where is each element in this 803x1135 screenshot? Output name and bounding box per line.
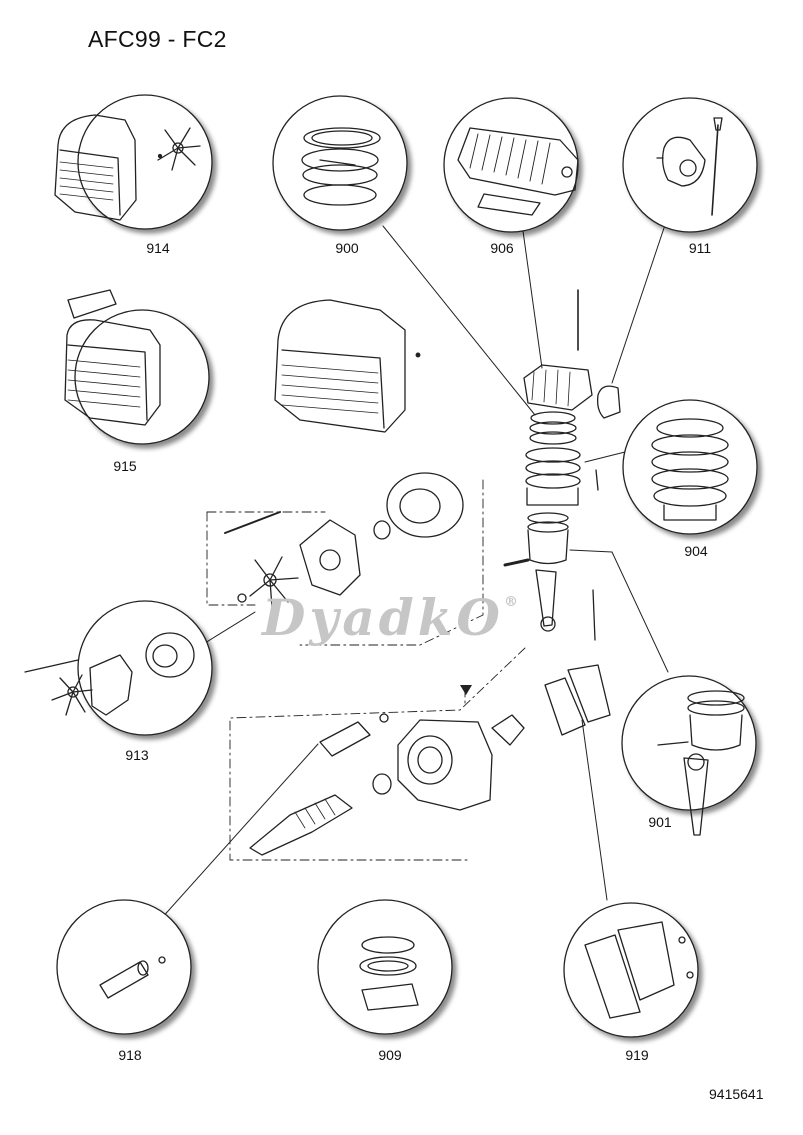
- fan-assembly-913-illustration: [24, 632, 195, 716]
- cylinder-904-illustration: [651, 418, 729, 521]
- leader-lines: [159, 225, 669, 921]
- callout-circle-909: [317, 899, 453, 1035]
- callout-label-906: 906: [490, 240, 514, 256]
- pump-head-stack: [503, 289, 621, 641]
- callout-circle-913: [77, 600, 213, 736]
- cover-915-illustration: [64, 289, 161, 426]
- valve-plate-900-illustration: [301, 127, 381, 206]
- watermark-text: DyadkO: [262, 588, 504, 647]
- crankcase-cover-919-illustration: [584, 921, 694, 1019]
- assembly-arrow-icon: [460, 685, 472, 695]
- callout-label-904: 904: [684, 543, 708, 559]
- callout-label-909: 909: [378, 1047, 402, 1063]
- dashed-boundaries: [206, 479, 526, 861]
- callout-label-900: 900: [335, 240, 359, 256]
- document-number: 9415641: [709, 1086, 764, 1102]
- cylinder-head-906-illustration: [457, 127, 579, 216]
- callout-circle-914: [77, 94, 213, 230]
- capacitor-918-illustration: [99, 956, 166, 999]
- callout-label-915: 915: [113, 458, 137, 474]
- callout-label-919: 919: [625, 1047, 649, 1063]
- callout-circle-915: [74, 309, 210, 445]
- callout-label-914: 914: [146, 240, 170, 256]
- callout-label-901: 901: [648, 814, 672, 830]
- gasket-set-909-illustration: [359, 936, 419, 1011]
- watermark-logo: DyadkO®: [262, 588, 522, 647]
- callout-label-911: 911: [688, 240, 712, 256]
- cover-assembly-illustration: [274, 299, 421, 433]
- motor-crankcase-group: [249, 664, 611, 856]
- cover-914-illustration: [54, 114, 201, 221]
- piston-901-illustration: [657, 690, 745, 836]
- callout-circle-901: [621, 675, 757, 811]
- callout-circle-904: [622, 399, 758, 535]
- callout-label-913: 913: [125, 747, 149, 763]
- callout-circle-911: [622, 97, 758, 233]
- registered-mark: ®: [503, 594, 522, 610]
- callout-label-918: 918: [118, 1047, 142, 1063]
- diagram-title: AFC99 - FC2: [88, 26, 227, 52]
- filter-911-illustration: [656, 117, 723, 216]
- callout-circle-918: [56, 899, 192, 1035]
- fan-bracket-group: [224, 472, 464, 609]
